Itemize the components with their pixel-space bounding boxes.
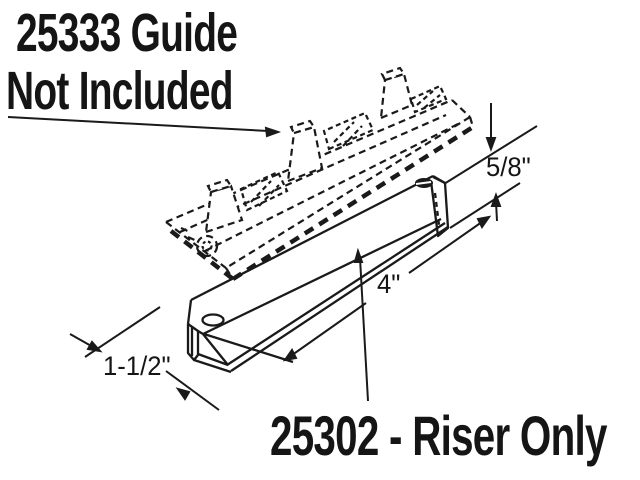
guide-plate-bottom-edge (231, 125, 475, 281)
guide-fin-right-top (380, 66, 406, 82)
arrowhead (175, 387, 191, 401)
riser-left-tab (186, 323, 200, 362)
riser-drawing (186, 174, 450, 374)
guide-hole-inner (201, 240, 213, 252)
guide-leader-arrowhead (264, 126, 282, 138)
riser-screw-hole (201, 313, 225, 327)
arrowhead-right (476, 215, 492, 229)
extension-line (165, 370, 220, 411)
arrowhead-down (485, 137, 497, 152)
guide-plate-rib (204, 123, 459, 252)
riser-leader-line (359, 257, 369, 402)
guide-brace (239, 170, 289, 212)
dimension-label-length: 4" (377, 269, 401, 299)
riser-left-tip (186, 299, 193, 325)
riser-left-foot-edge (197, 352, 229, 367)
guide-note-line1: 25333 Guide (16, 3, 238, 63)
riser-left-foot-edge (193, 358, 232, 374)
dimension-height-5-8 (443, 103, 538, 229)
arrowhead-up (490, 192, 502, 207)
riser-part-label: 25302 - Riser Only (270, 404, 607, 467)
dimension-width-1-1-2 (69, 306, 220, 411)
guide-plate-right-cap (451, 99, 471, 118)
riser-back-edge (190, 174, 434, 302)
dimension-label-width: 1-1/2" (103, 351, 171, 381)
guide-fin-middle-top (289, 119, 316, 135)
riser-left-crease (203, 332, 294, 364)
guide-drawing-dashed (165, 66, 475, 281)
riser-leader-arrowhead (353, 247, 364, 263)
guide-fin-middle (286, 125, 324, 183)
guide-plate-left-cap (165, 221, 227, 269)
dimension-length-4 (282, 215, 492, 362)
riser-fold-line (202, 217, 442, 336)
arrowhead (86, 340, 103, 353)
arrowhead-left (282, 348, 298, 362)
guide-brace (409, 84, 448, 114)
guide-plate-bottom-left-edge (169, 229, 235, 281)
riser-front-bottom-edge (230, 226, 449, 372)
riser-apron-left-edge (197, 330, 229, 366)
guide-fin-left-top (206, 178, 233, 194)
guide-note-line2: Not Included (6, 61, 234, 121)
guide-fin-right (379, 72, 414, 120)
guide-plate-front-edge (225, 116, 471, 269)
guide-leader-line (7, 116, 269, 132)
guide-hole (195, 234, 219, 258)
leader-arrows (7, 116, 369, 402)
riser-front-bottom-edge (226, 222, 446, 366)
extension-line (443, 125, 538, 185)
extension-line (449, 182, 521, 229)
dimension-label-height: 5/8" (486, 152, 531, 182)
